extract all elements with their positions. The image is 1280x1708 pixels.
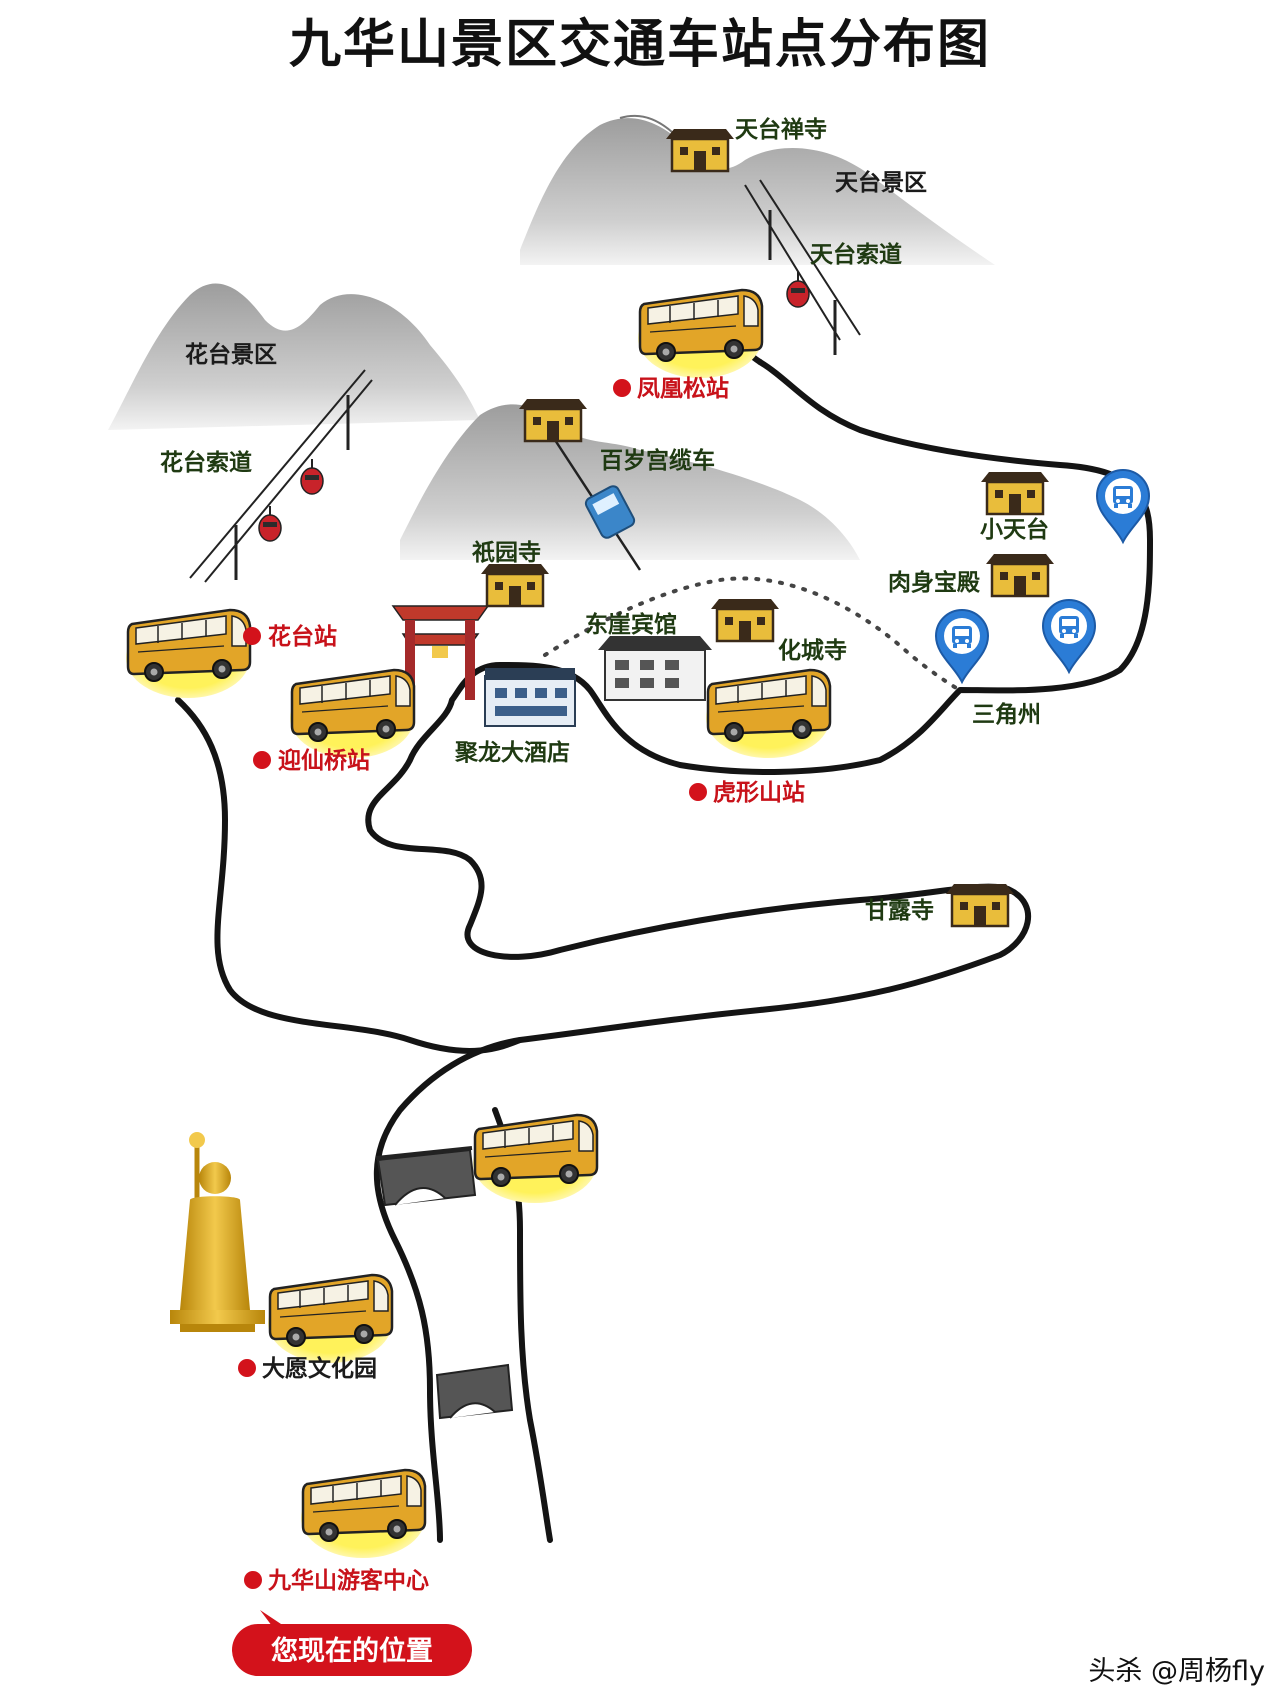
roushen-temple-icon [984,552,1056,598]
map-title: 九华山景区交通车站点分布图 [289,15,991,75]
bus-fenghuangsong-icon [636,288,764,380]
label-ganlu: 甘露寺 [865,898,934,924]
label-fenghuangsong: 凤凰松站 [637,376,729,402]
tiantai-cableway [744,179,861,355]
label-huatai-station: 花台站 [268,623,337,650]
huatai-cableway [189,369,373,583]
label-huatai-area: 花台景区 [185,341,277,368]
baisuigong-temple-icon [517,397,589,443]
station-huatai: 花台站 [243,623,337,650]
label-roushen-baodian: 肉身宝殿 [888,569,981,596]
baisuigong-mountains [400,404,860,560]
bus-stop-pin-icon [935,609,989,683]
station-visitor-center: 九华山游客中心 [244,1567,429,1594]
huacheng-temple-icon [709,597,781,643]
bus-bridge-icon [471,1113,599,1205]
xiaotiantai-temple-icon [979,470,1051,516]
station-yingxianqiao: 迎仙桥站 [253,747,370,774]
label-baisuigong-funicular: 百岁宫缆车 [600,447,715,474]
label-tiantai-cableway: 天台索道 [810,241,902,268]
you-are-here-label: 您现在的位置 [271,1635,433,1667]
label-huxingshan: 虎形山站 [713,780,805,806]
julong-hotel-building [484,668,576,727]
station-huxingshan: 虎形山站 [689,780,805,806]
label-sanjiaozhou: 三角州 [972,701,1041,728]
you-are-here-callout: 您现在的位置 [232,1610,472,1676]
baisuigong-funicular [553,439,642,571]
label-julong-hotel: 聚龙大酒店 [454,740,570,766]
tiantai-chansi-temple-icon [664,127,736,173]
dongya-hotel-building [598,636,712,701]
label-yingxianqiao: 迎仙桥站 [278,747,370,774]
ganlu-temple-icon [944,882,1016,928]
huatai-mountains [108,283,480,430]
label-dongya-hotel: 东崖宾馆 [585,611,677,638]
walking-trail [543,576,962,692]
bus-dayuan-icon [266,1273,394,1365]
label-tiantai-area: 天台景区 [835,169,927,196]
bus-visitor-center-icon [299,1468,427,1560]
label-visitor-center: 九华山游客中心 [267,1567,429,1594]
station-dayuan: 大愿文化园 [238,1355,377,1382]
watermark: 头杀 @周杨fly [1088,1656,1265,1687]
label-tiantai-chansi: 天台禅寺 [735,116,827,143]
bus-stop-pin-icon [1042,599,1096,673]
label-qiyuan: 祇园寺 [471,539,541,566]
bus-yingxianqiao-icon [288,668,416,760]
label-huacheng: 化城寺 [778,637,847,664]
station-fenghuangsong: 凤凰松站 [613,376,729,402]
qiyuan-temple-icon [479,562,551,608]
memorial-arch [391,605,490,700]
bus-huatai-icon [124,608,252,700]
bus-huxingshan-icon [704,668,832,760]
dizang-statue [170,1132,265,1332]
bridge-lower [435,1363,514,1420]
bus-stop-pin-icon [1096,469,1150,543]
label-dayuan: 大愿文化园 [262,1355,377,1382]
label-xiaotiantai: 小天台 [980,516,1049,543]
label-huatai-cableway: 花台索道 [160,449,252,476]
bridge-upper [375,1146,477,1207]
